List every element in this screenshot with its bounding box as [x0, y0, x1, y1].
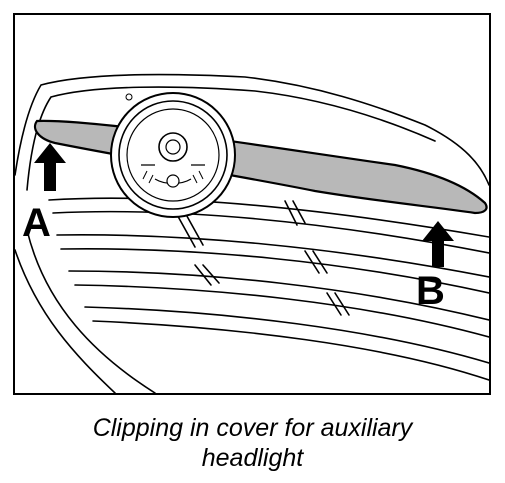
- bumper-outer-contour: [15, 73, 489, 186]
- bumper-lower-contour: [15, 249, 116, 393]
- grille-slat: [84, 306, 489, 364]
- grille-slat: [68, 270, 489, 321]
- grille-divider: [284, 200, 306, 226]
- figure-frame: [13, 13, 491, 395]
- bumper-lower-contour-2: [26, 229, 156, 393]
- caption-line-2: headlight: [201, 444, 304, 472]
- auxiliary-headlight: [110, 92, 236, 218]
- grille-slat: [48, 197, 489, 238]
- grille-slat: [92, 320, 489, 381]
- arrow-b-icon: [422, 221, 454, 267]
- grille-slat: [74, 284, 489, 338]
- grille-divider: [326, 292, 350, 316]
- grille-illustration: [15, 73, 489, 393]
- caption-line-1: Clipping in cover for auxiliary: [92, 414, 413, 442]
- callout-label-b: B: [416, 269, 445, 313]
- callout-label-a: A: [22, 201, 51, 245]
- grille-divider: [304, 250, 328, 274]
- grille-slat: [60, 248, 489, 294]
- grille-slat: [56, 234, 489, 278]
- arrow-a-icon: [34, 143, 66, 191]
- figure-caption: Clipping in cover for auxiliary headligh…: [0, 413, 505, 473]
- grille-divider: [194, 264, 220, 286]
- grille-slat: [52, 210, 489, 254]
